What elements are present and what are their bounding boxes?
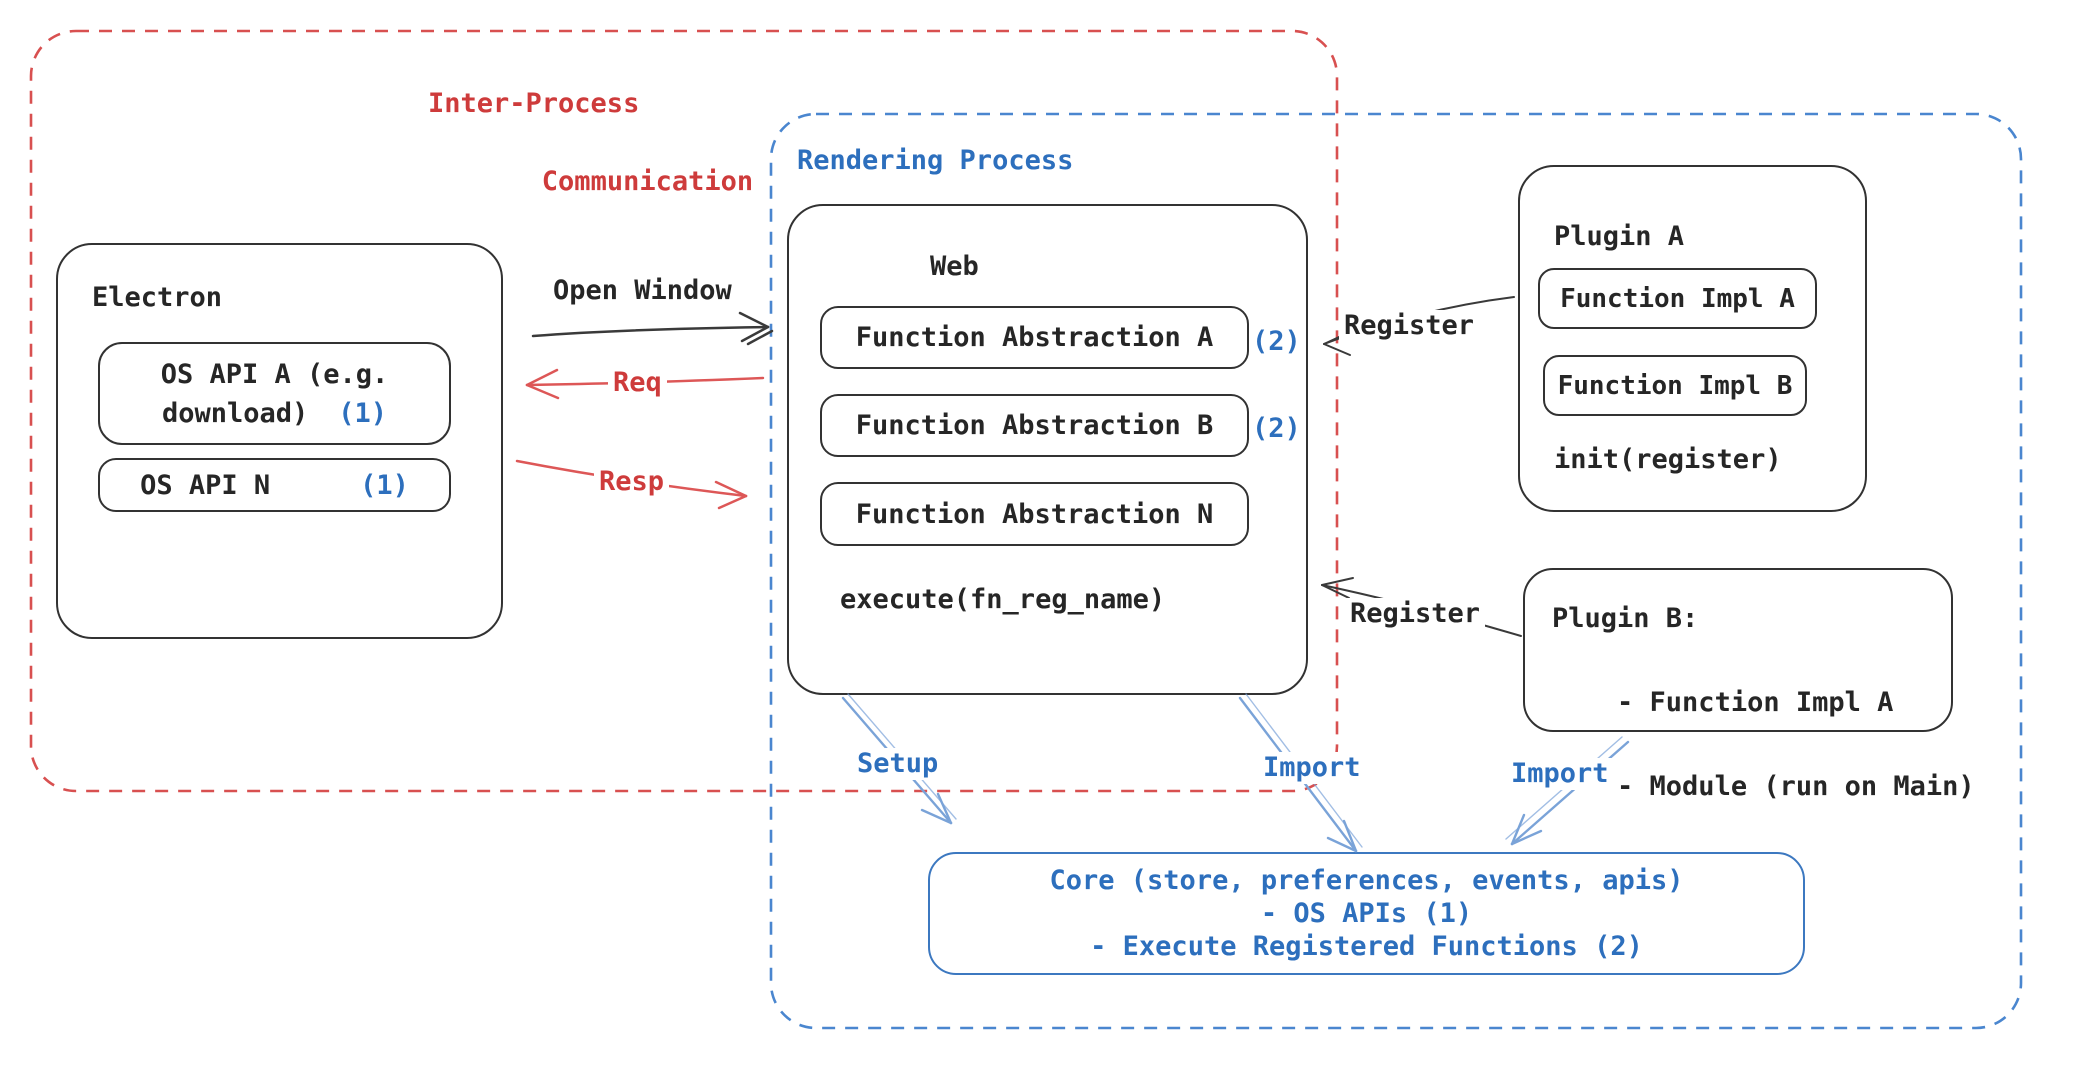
- plugin-b-title: Plugin B:: [1552, 603, 1699, 634]
- os-api-n-label: OS API N: [140, 469, 271, 501]
- plugin-b-box: [1523, 568, 1953, 732]
- open-window-arrow: [531, 311, 774, 346]
- core-line-2: - OS APIs (1): [1260, 898, 1473, 929]
- function-abstraction-a-label: Function Abstraction A: [855, 322, 1214, 353]
- plugin-b-line-2: - Module (run on Main): [1617, 771, 1975, 802]
- function-abstraction-b-box: Function Abstraction B: [820, 394, 1249, 457]
- os-api-a-line1: OS API A (e.g.: [161, 355, 389, 394]
- web-title: Web: [930, 251, 979, 282]
- import-web-label: Import: [1258, 752, 1366, 784]
- function-abstraction-b-label: Function Abstraction B: [855, 410, 1214, 441]
- plugin-b-line-1: - Function Impl A: [1617, 687, 1894, 718]
- ipc-title-line2: Communication: [541, 166, 754, 197]
- plugin-a-init-text: init(register): [1554, 444, 1782, 475]
- core-line-1: Core (store, preferences, events, apis): [1049, 865, 1684, 896]
- ipc-title-line1: Inter-Process: [428, 88, 640, 119]
- core-line-3: - Execute Registered Functions (2): [1090, 931, 1643, 962]
- open-window-label: Open Window: [553, 275, 732, 306]
- os-api-a-line2: download) (1): [162, 394, 387, 433]
- function-abstraction-a-badge: (2): [1252, 326, 1301, 357]
- plugin-a-title: Plugin A: [1554, 221, 1685, 252]
- os-api-a-text2: download): [161, 397, 309, 429]
- function-impl-a-label: Function Impl A: [1560, 283, 1795, 314]
- import-plugin-label: Import: [1506, 758, 1614, 790]
- function-impl-a-box: Function Impl A: [1538, 268, 1817, 329]
- core-box: Core (store, preferences, events, apis) …: [928, 852, 1805, 975]
- os-api-a-badge: (1): [338, 397, 388, 429]
- os-api-n-box: OS API N (1): [98, 458, 451, 512]
- rendering-region-title: Rendering Process: [797, 145, 1074, 176]
- execute-call-text: execute(fn_reg_name): [840, 584, 1166, 615]
- function-abstraction-a-box: Function Abstraction A: [820, 306, 1249, 369]
- electron-title: Electron: [92, 282, 223, 313]
- setup-label: Setup: [852, 748, 944, 780]
- function-abstraction-b-badge: (2): [1252, 413, 1301, 444]
- register-b-label: Register: [1345, 598, 1486, 630]
- function-impl-b-box: Function Impl B: [1543, 355, 1807, 416]
- req-label: Req: [608, 367, 667, 399]
- os-api-a-text1: OS API A (e.g.: [160, 358, 389, 390]
- ipc-region-title: Inter-Process Communication: [428, 84, 753, 201]
- plugin-a-box: [1518, 165, 1867, 512]
- register-a-label: Register: [1339, 310, 1480, 342]
- function-abstraction-n-label: Function Abstraction N: [855, 498, 1214, 530]
- plugin-b-text: Plugin B: - Function Impl A - Module (ru…: [1552, 598, 1975, 808]
- function-abstraction-n-box: Function Abstraction N: [820, 482, 1249, 546]
- os-api-a-box: OS API A (e.g. download) (1): [98, 342, 451, 445]
- os-api-n-badge: (1): [360, 469, 409, 501]
- function-impl-b-label: Function Impl B: [1557, 370, 1793, 401]
- resp-label: Resp: [594, 466, 670, 498]
